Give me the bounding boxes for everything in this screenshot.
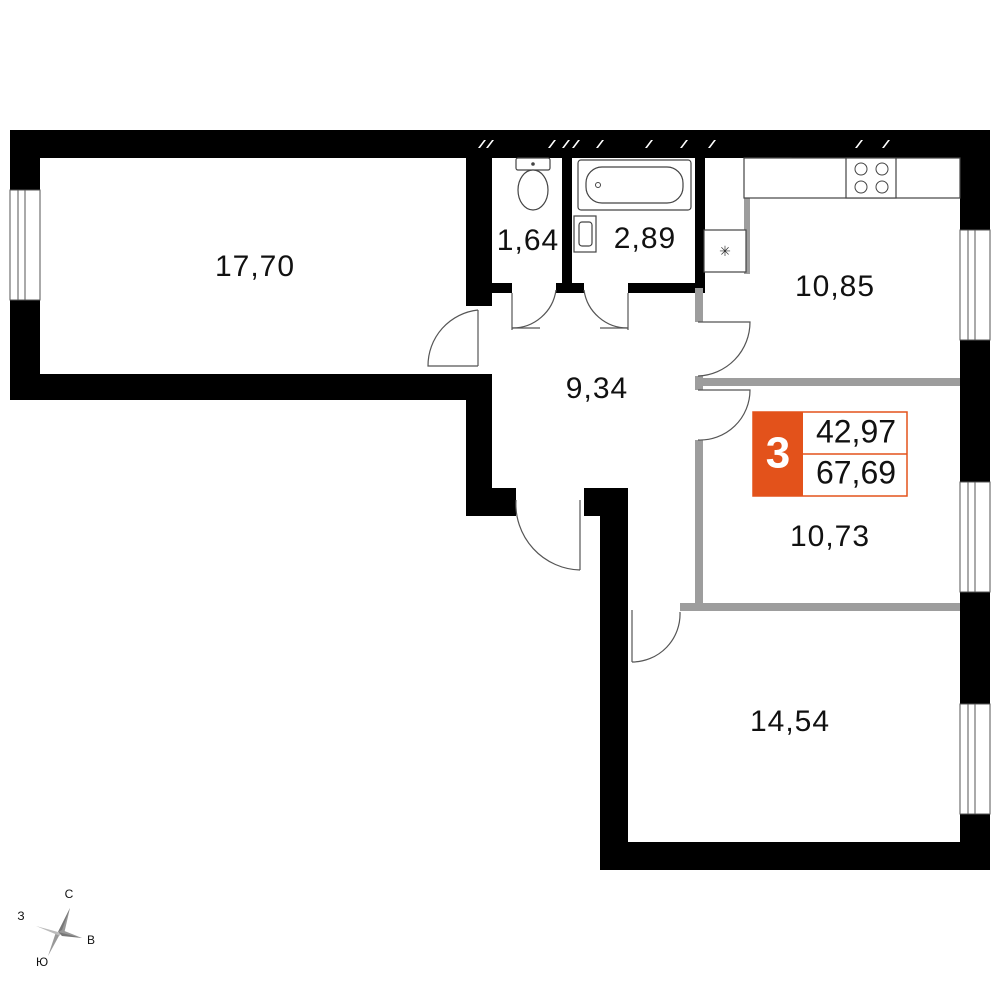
room-area-kitchen: 10,85	[795, 270, 875, 303]
bathtub-icon	[577, 159, 692, 211]
window-left	[9, 189, 41, 301]
compass-rose-icon	[36, 908, 82, 956]
partitions	[680, 158, 960, 611]
compass-north: С	[65, 887, 74, 901]
rooms-count: 3	[766, 429, 790, 478]
room-area-hall: 9,34	[566, 372, 628, 405]
door-kitchen	[697, 321, 751, 377]
rooms-count-box	[753, 412, 803, 496]
vent-slots	[478, 140, 890, 148]
inner-walls	[466, 158, 705, 306]
door-bedroom2	[631, 610, 681, 663]
room-area-bedroom1: 10,73	[790, 520, 870, 553]
window-kitchen	[959, 229, 991, 341]
room-area-bathroom: 2,89	[614, 222, 676, 255]
area-badge: 3 42,97 67,69	[752, 411, 908, 497]
compass-east: В	[87, 933, 95, 947]
door-entrance	[515, 499, 581, 571]
window-bedroom2	[959, 703, 991, 815]
boiler-icon: ✳	[703, 229, 747, 273]
doors	[427, 289, 751, 663]
fixtures: ✳	[515, 157, 961, 273]
toilet-icon	[515, 157, 551, 211]
compass-south: Ю	[36, 955, 48, 969]
stove-icon	[845, 157, 897, 199]
door-toilet	[511, 289, 557, 330]
compass-west: З	[17, 909, 24, 923]
door-bathroom	[583, 289, 629, 330]
windows	[9, 140, 991, 815]
window-bedroom1	[959, 481, 991, 593]
room-labels: 17,70 1,64 2,89 10,85 9,34 10,73 14,54	[215, 222, 875, 738]
total-area-value: 67,69	[816, 454, 896, 490]
room-area-bedroom2: 14,54	[750, 705, 830, 738]
room-area-living: 17,70	[215, 250, 295, 283]
room-area-toilet: 1,64	[497, 224, 559, 257]
door-living	[427, 309, 479, 367]
compass: С З В Ю	[17, 887, 95, 969]
sink-icon	[573, 215, 597, 253]
door-bedroom1	[697, 389, 751, 441]
living-area-value: 42,97	[816, 413, 896, 449]
svg-text:✳: ✳	[719, 244, 731, 260]
